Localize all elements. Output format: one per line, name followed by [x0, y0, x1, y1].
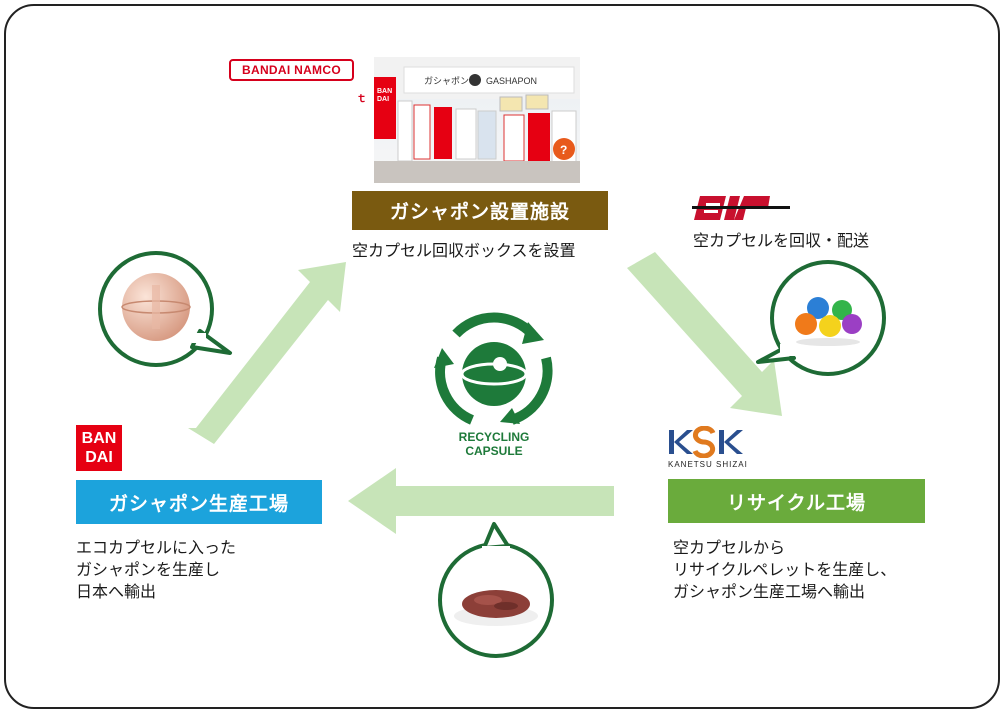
- svg-text:BAN: BAN: [377, 88, 392, 95]
- store-sign-jp: ガシャポン: [424, 76, 469, 87]
- pellets-bubble: [438, 522, 554, 658]
- production-factory-desc-line: エコカプセルに入った: [76, 538, 237, 557]
- recycle-factory-desc-line: リサイクルペレットを生産し、: [673, 560, 897, 579]
- logistics-desc: 空カプセルを回収・配送: [693, 231, 870, 250]
- recycle-factory-desc-line: ガシャポン生産工場へ輸出: [673, 582, 866, 601]
- production-factory-desc-line: 日本へ輸出: [76, 582, 157, 601]
- bandai-logo: BAN DAI: [76, 425, 122, 471]
- bandai-namco-logo: BANDAI NAMCO: [229, 59, 354, 81]
- dlp-logo: [692, 196, 790, 220]
- recycling-capsule-text: RECYCLING CAPSULE: [458, 430, 530, 458]
- svg-text:?: ?: [560, 143, 567, 157]
- store-sign-en: GASHAPON: [486, 76, 537, 86]
- red-mark-icon: ｔ: [356, 92, 367, 105]
- recycle-factory-desc: 空カプセルから リサイクルペレットを生産し、 ガシャポン生産工場へ輸出: [673, 537, 896, 603]
- capsule-bubble: [98, 251, 232, 367]
- ksk-subtitle: KANETSU SHIZAI: [668, 460, 748, 469]
- arrow-recycle-to-production: [348, 468, 614, 534]
- recycle-factory-desc-line: 空カプセルから: [673, 538, 786, 557]
- gashapon-store-photo: BAN DAI ガシャポン GASHAPON ?: [374, 57, 580, 183]
- facility-desc: 空カプセル回収ボックスを設置: [352, 241, 576, 260]
- production-factory-desc-line: ガシャポンを生産し: [76, 560, 221, 579]
- arrow-production-to-facility: [188, 262, 346, 444]
- ksk-logo: [669, 426, 743, 458]
- bandai-logo-line1: BAN: [81, 430, 117, 447]
- facility-title: ガシャポン設置施設: [352, 191, 608, 230]
- svg-text:DAI: DAI: [377, 96, 389, 103]
- production-factory-title: ガシャポン生産工場: [76, 480, 322, 524]
- recycle-factory-title: リサイクル工場: [668, 479, 925, 523]
- recycling-capsule-logo: [434, 312, 553, 425]
- arrow-facility-to-recycle: [627, 252, 782, 416]
- colored-capsules-bubble: [756, 260, 886, 376]
- production-factory-desc: エコカプセルに入った ガシャポンを生産し 日本へ輸出: [76, 537, 236, 603]
- bandai-logo-line2: DAI: [85, 449, 113, 466]
